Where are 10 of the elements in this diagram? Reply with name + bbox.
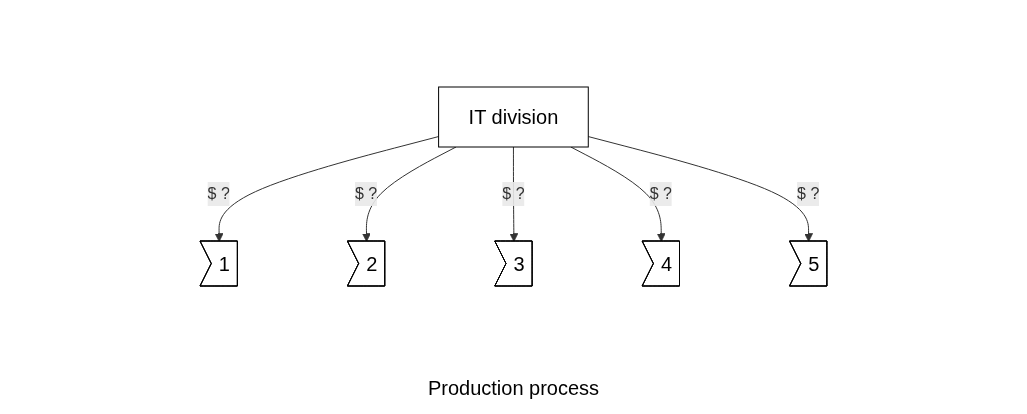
edge-label: $ ? bbox=[649, 185, 672, 202]
node-box: IT division bbox=[438, 86, 589, 148]
arrow bbox=[214, 136, 440, 242]
edge-label: $ ? bbox=[502, 185, 525, 202]
diagram-label: Production process bbox=[427, 377, 600, 400]
edge-label: $ ? bbox=[355, 185, 378, 202]
edge-label: $ ? bbox=[797, 185, 820, 202]
edge-label: $ ? bbox=[207, 185, 230, 202]
arrow bbox=[587, 136, 814, 242]
arrow bbox=[509, 146, 519, 242]
